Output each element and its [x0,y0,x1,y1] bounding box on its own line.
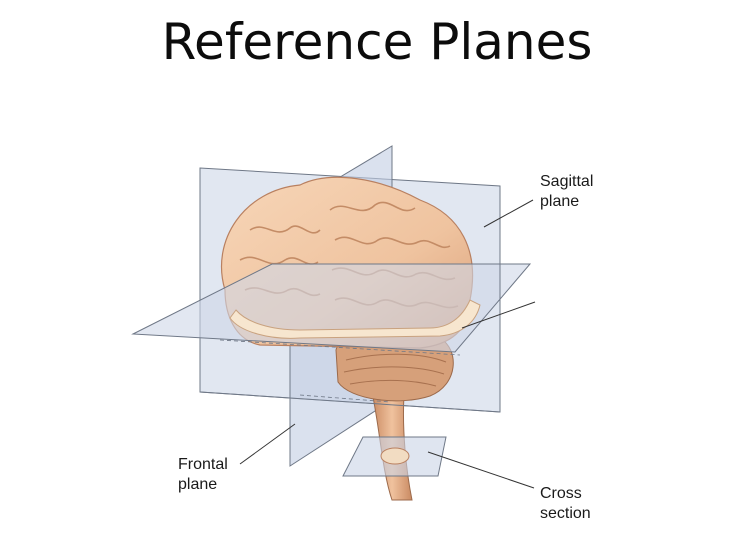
slide-title: Reference Planes [161,13,593,71]
sagittal-label-line2: plane [540,193,580,210]
cross-label-line2: section [540,505,591,522]
cross-label-line1: Cross [540,485,582,502]
cross-leader-line [427,451,535,489]
horizontal-plane [131,263,532,353]
sagittal-label-line1: Sagittal [540,173,594,190]
sagittal-plane-label: Sagittal plane [540,172,593,212]
sagittal-leader-line [483,199,534,228]
frontal-label-line2: plane [178,476,218,493]
sagittal-plane-front [199,186,501,413]
frontal-label-line1: Frontal [178,456,228,473]
frontal-plane-label: Frontal plane [178,455,228,495]
cross-section-label: Cross section [540,484,591,524]
horizontal-leader-line [461,301,536,329]
frontal-plane-edge [299,394,391,403]
frontal-leader-line [239,423,296,465]
cross-section-plate [342,436,447,477]
